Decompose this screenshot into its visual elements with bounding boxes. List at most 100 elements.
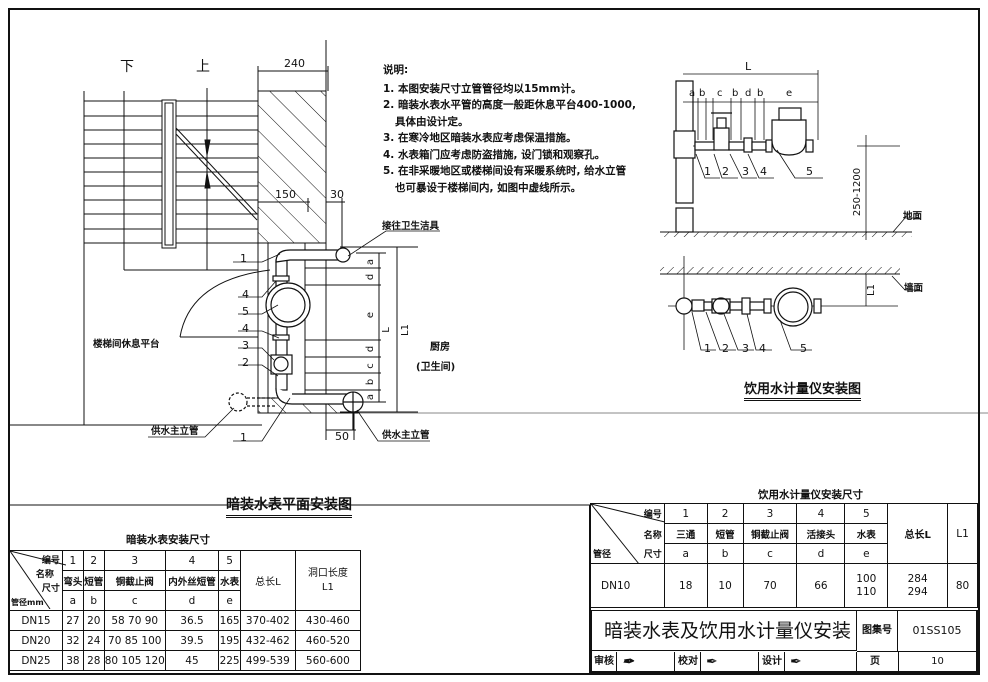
label-riser-left: 供水主立管 xyxy=(151,426,199,437)
check-label: 校对 xyxy=(678,652,701,672)
elev-seg-d: d xyxy=(745,88,752,99)
dim-150: 150 xyxy=(275,188,296,201)
note-5-cont: 也可暴设于楼梯间内, 如图中虚线所示。 xyxy=(395,181,582,194)
cell-e: 165 xyxy=(218,610,242,631)
cell-c: 58 70 90 xyxy=(103,610,166,631)
cell-L: 432-462 xyxy=(240,630,296,651)
check-signature: ✒ xyxy=(706,652,759,672)
review-label: 审核 xyxy=(594,652,617,672)
sheet-border xyxy=(8,8,980,675)
corner-number: 编号 xyxy=(643,510,662,520)
table-row: DN25 38 28 80 105 120 45 225 499-539 560… xyxy=(9,650,362,671)
name-3: 铜截止阀 xyxy=(103,570,166,591)
title-block: 暗装水表及饮用水计量仪安装 图集号 01SS105 审核 ✒ 校对 ✒ 设计 ✒… xyxy=(590,610,978,673)
callout-2: 2 xyxy=(242,356,249,369)
dim-a-top: a xyxy=(365,258,377,266)
table-row: DN15 27 20 58 70 90 36.5 165 370-402 430… xyxy=(9,610,362,631)
label-down: 下 xyxy=(120,59,134,75)
label-kitchen: 厨房 xyxy=(430,342,450,353)
plan-caption: 暗装水表平面安装图 xyxy=(226,494,352,518)
size-e: e xyxy=(218,590,242,611)
note-1: 1. 本图安装尺寸立管管径均以15mm计。 xyxy=(383,82,582,95)
elev-callout-4: 4 xyxy=(760,165,767,178)
corner-name: 名称 xyxy=(35,570,54,580)
callout-3: 3 xyxy=(242,339,249,352)
num-4: 4 xyxy=(164,550,220,571)
dim-c: c xyxy=(364,363,376,369)
table-drinking-corner: 编号 名称 尺寸 管径 xyxy=(590,503,665,564)
cell-c: 70 85 100 xyxy=(103,630,166,651)
num-5: 5 xyxy=(844,503,889,524)
title-block-title: 暗装水表及饮用水计量仪安装 xyxy=(592,611,857,651)
atlas-label: 图集号 xyxy=(857,611,898,652)
elev-seg-e: e xyxy=(786,88,793,99)
label-riser-right: 供水主立管 xyxy=(382,430,430,441)
page-label: 页 xyxy=(870,656,880,667)
corner-number: 编号 xyxy=(41,556,60,566)
title-block-sign-row: 审核 ✒ 校对 ✒ 设计 ✒ 页 10 xyxy=(592,652,976,672)
header-total: 总长L xyxy=(887,503,949,564)
cell-b: 24 xyxy=(82,630,105,651)
cell-L: 370-402 xyxy=(240,610,296,631)
design-label: 设计 xyxy=(762,652,785,672)
num-4: 4 xyxy=(796,503,846,524)
notes-title: 说明: xyxy=(383,64,409,76)
note-2-cont: 具体由设计定。 xyxy=(395,115,469,128)
cell-e: 195 xyxy=(218,630,242,651)
top-dim-L1: L1 xyxy=(865,284,877,296)
notes: 说明: 1. 本图安装尺寸立管管径均以15mm计。 2. 暗装水表水平管的高度一… xyxy=(383,62,636,196)
cell-L1: 560-600 xyxy=(294,650,362,671)
elev-dim-L: L xyxy=(745,60,752,73)
cell-c: 70 xyxy=(742,563,798,608)
num-5: 5 xyxy=(218,550,242,571)
top-wall-label: 墙面 xyxy=(904,283,924,294)
name-2: 短管 xyxy=(82,570,105,591)
name-1: 三通 xyxy=(663,523,708,544)
size-c: c xyxy=(742,543,798,564)
cell-L1: 80 xyxy=(947,563,978,608)
label-fixture: 接往卫生洁具 xyxy=(382,221,440,232)
elev-seg-a: a xyxy=(689,88,696,99)
corner-pipe: 管径mm xyxy=(11,598,44,607)
top-callout-1: 1 xyxy=(704,342,711,355)
cell-a: 18 xyxy=(663,563,708,608)
corner-name: 名称 xyxy=(643,531,662,541)
callout-4-top: 4 xyxy=(242,288,249,301)
top-caption: 饮用水计量仪安装图 xyxy=(744,378,862,401)
num-3: 3 xyxy=(103,550,166,571)
dim-50: 50 xyxy=(335,430,349,443)
dim-30: 30 xyxy=(330,188,344,201)
cell-a: 38 xyxy=(61,650,84,671)
dim-L: L xyxy=(380,327,392,333)
size-c: c xyxy=(103,590,166,611)
elev-callout-2: 2 xyxy=(722,165,729,178)
cell-e-1: 100 xyxy=(856,572,877,585)
callout-1-top: 1 xyxy=(240,252,247,265)
plan-pipework xyxy=(228,247,364,430)
plan-stair xyxy=(9,88,271,426)
cell-e-2: 110 xyxy=(856,585,877,598)
cell-dn: DN15 xyxy=(9,610,63,631)
name-5: 水表 xyxy=(218,570,242,591)
cell-d: 39.5 xyxy=(164,630,220,651)
plan-leaders xyxy=(148,230,440,442)
dim-L1: L1 xyxy=(399,324,411,336)
top-view-drawing xyxy=(660,256,900,350)
elev-seg-b1: b xyxy=(699,88,706,99)
num-2: 2 xyxy=(706,503,744,524)
top-callout-2: 2 xyxy=(722,342,729,355)
table-drinking-caption: 饮用水计量仪安装尺寸 xyxy=(758,489,863,501)
name-4: 内外丝短管 xyxy=(164,570,220,591)
elev-floor-label: 地面 xyxy=(903,211,923,222)
size-b: b xyxy=(82,590,105,611)
cell-L: 499-539 xyxy=(240,650,296,671)
elev-seg-b3: b xyxy=(757,88,764,99)
cell-a: 32 xyxy=(61,630,84,651)
elev-callout-3: 3 xyxy=(742,165,749,178)
cell-dn: DN20 xyxy=(9,630,63,651)
callout-4-bottom: 4 xyxy=(242,322,249,335)
name-5: 水表 xyxy=(844,523,889,544)
